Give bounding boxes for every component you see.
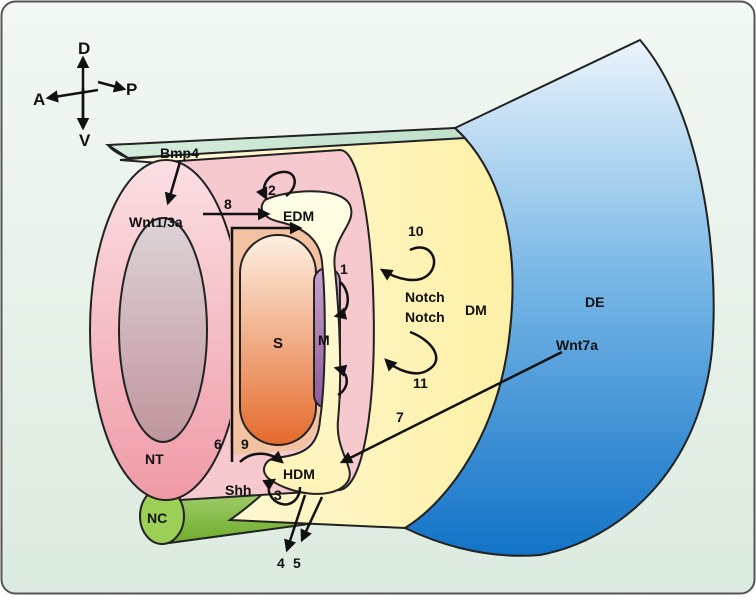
- label-hdm: HDM: [283, 466, 315, 482]
- label-bmp4: Bmp4: [160, 145, 199, 161]
- ectoderm-top-sheet: [104, 126, 468, 160]
- number-5: 5: [293, 555, 301, 571]
- label-wnt13a: Wnt1/3a: [129, 214, 183, 230]
- arrow-bmp4: [164, 161, 182, 206]
- arrow-shh-dorsal: [230, 221, 303, 462]
- arrow-5: [300, 496, 324, 543]
- label-notch-1: Notch: [405, 289, 445, 305]
- label-m: M: [318, 332, 330, 348]
- compass-label-v: V: [79, 131, 91, 150]
- arrow-7: [339, 350, 563, 464]
- compass-label-p: P: [126, 80, 137, 99]
- dermomyotome-inner-face: [260, 190, 353, 495]
- label-dm: DM: [465, 302, 487, 318]
- curl-3: [262, 478, 302, 506]
- curl-11: [384, 330, 438, 375]
- number-2: 2: [268, 182, 276, 198]
- number-9: 9: [241, 436, 249, 452]
- label-nt: NT: [145, 451, 164, 467]
- label-notch-2: Notch: [405, 309, 445, 325]
- number-3: 3: [274, 487, 282, 503]
- label-s: S: [273, 335, 283, 352]
- number-6: 6: [214, 436, 222, 452]
- curl-1-bottom: [333, 364, 348, 397]
- number-8: 8: [224, 196, 232, 212]
- number-1: 1: [340, 261, 348, 277]
- curl-1-top: [333, 281, 349, 320]
- number-7: 7: [396, 409, 404, 425]
- number-11: 11: [413, 375, 428, 391]
- number-10: 10: [408, 223, 424, 239]
- compass-label-a: A: [33, 90, 45, 109]
- number-4: 4: [277, 555, 285, 571]
- compass-label-d: D: [78, 39, 90, 58]
- arrow-4: [284, 494, 307, 553]
- label-nc: NC: [147, 510, 167, 526]
- label-shh: Shh: [225, 482, 251, 498]
- orientation-compass: [45, 55, 127, 131]
- signal-arrows: [164, 161, 563, 553]
- label-de: DE: [585, 294, 604, 310]
- curl-2: [255, 170, 296, 201]
- arrow-9: [239, 450, 284, 464]
- neural-tube-lumen: [118, 217, 208, 443]
- label-edm: EDM: [283, 208, 314, 224]
- label-wnt7a: Wnt7a: [556, 337, 598, 353]
- curl-10: [379, 246, 436, 282]
